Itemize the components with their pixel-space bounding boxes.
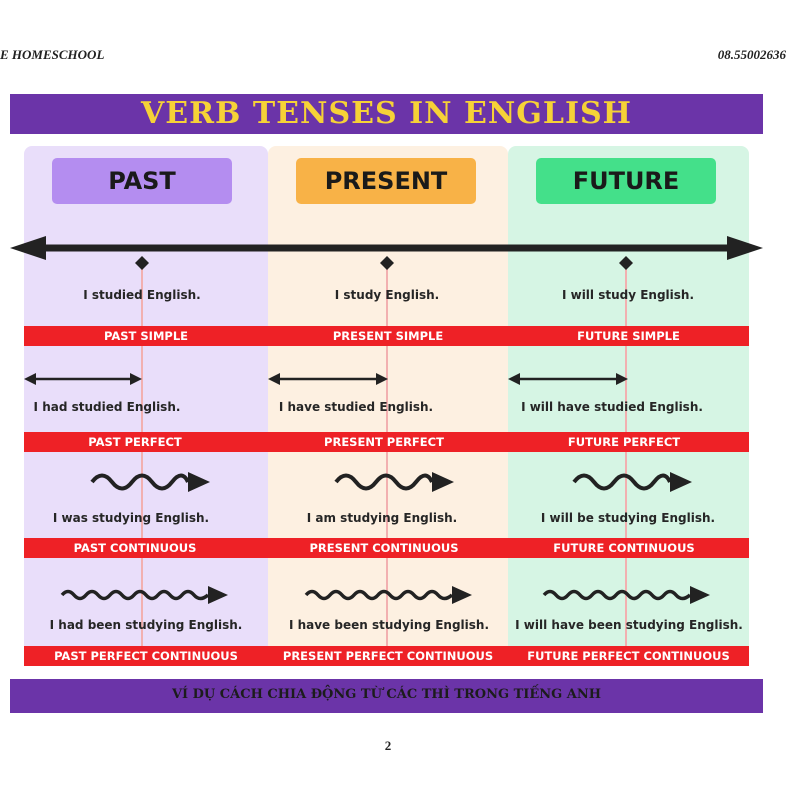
perfect-continuous-band (24, 646, 749, 666)
page-number: 2 (384, 738, 392, 753)
sentence-future-continuous: I will be studying English. (540, 511, 716, 525)
sentence-past-continuous: I was studying English. (52, 511, 210, 525)
wavy-arrow-icon (572, 472, 692, 492)
long-wavy-arrow-icon (60, 586, 228, 604)
past-column-bg (24, 146, 268, 666)
label-future-perfect-continuous: FUTURE PERFECT CONTINUOUS (527, 649, 730, 663)
label-future-perfect: FUTURE PERFECT (567, 435, 681, 449)
sentence-past-perfect-continuous: I had been studying English. (49, 618, 243, 632)
label-present-continuous: PRESENT CONTINUOUS (309, 541, 459, 555)
footer-bar: VÍ DỤ CÁCH CHIA ĐỘNG TỪ CÁC THÌ TRONG TI… (10, 679, 763, 713)
future-header: FUTURE (536, 158, 716, 204)
sentence-past-simple: I studied English. (83, 288, 201, 302)
long-wavy-arrow-icon (542, 586, 710, 604)
label-present-perfect-continuous: PRESENT PERFECT CONTINUOUS (282, 649, 494, 663)
sentence-future-perfect-continuous: I will have been studying English. (515, 618, 743, 632)
long-wavy-arrow-icon (304, 586, 472, 604)
label-future-continuous: FUTURE CONTINUOUS (553, 541, 695, 555)
poster-title: VERB TENSES IN ENGLISH (140, 96, 633, 131)
sentence-future-perfect: I will have studied English. (521, 400, 703, 414)
footer-caption: VÍ DỤ CÁCH CHIA ĐỘNG TỪ CÁC THÌ TRONG TI… (171, 687, 602, 702)
double-arrow-icon (24, 373, 142, 385)
perfect-band (24, 432, 749, 452)
label-present-simple: PRESENT SIMPLE (332, 329, 444, 343)
sentence-future-simple: I will study English. (561, 288, 695, 302)
future-guide-line (625, 262, 627, 666)
label-present-perfect: PRESENT PERFECT (324, 435, 444, 449)
title-bar: VERB TENSES IN ENGLISH (10, 94, 763, 134)
sentence-past-perfect: I had studied English. (33, 400, 181, 414)
verb-tenses-poster: VERB TENSES IN ENGLISH PAST PRESENT FUTU… (10, 94, 763, 719)
sentence-present-perfect-continuous: I have been studying English. (288, 618, 490, 632)
present-column-bg (268, 146, 508, 666)
sentence-present-continuous: I am studying English. (306, 511, 458, 525)
past-header: PAST (52, 158, 232, 204)
present-header: PRESENT (296, 158, 476, 204)
sentence-present-perfect: I have studied English. (278, 400, 434, 414)
header-phone-number: 08.55002636 (717, 47, 786, 62)
simple-band (24, 326, 749, 346)
future-column-bg (508, 146, 749, 666)
main-timeline-arrow-icon (10, 236, 763, 270)
label-past-perfect: PAST PERFECT (88, 435, 182, 449)
past-guide-line (141, 262, 143, 666)
label-past-simple: PAST SIMPLE (103, 329, 189, 343)
label-past-perfect-continuous: PAST PERFECT CONTINUOUS (54, 649, 238, 663)
continuous-band (24, 538, 749, 558)
double-arrow-icon (268, 373, 388, 385)
wavy-arrow-icon (334, 472, 454, 492)
label-past-continuous: PAST CONTINUOUS (73, 541, 197, 555)
wavy-arrow-icon (90, 472, 210, 492)
sentence-present-simple: I study English. (334, 288, 440, 302)
header-left-text: E HOMESCHOOL (0, 47, 105, 62)
double-arrow-icon (508, 373, 628, 385)
label-future-simple: FUTURE SIMPLE (577, 329, 680, 343)
present-guide-line (386, 262, 388, 666)
